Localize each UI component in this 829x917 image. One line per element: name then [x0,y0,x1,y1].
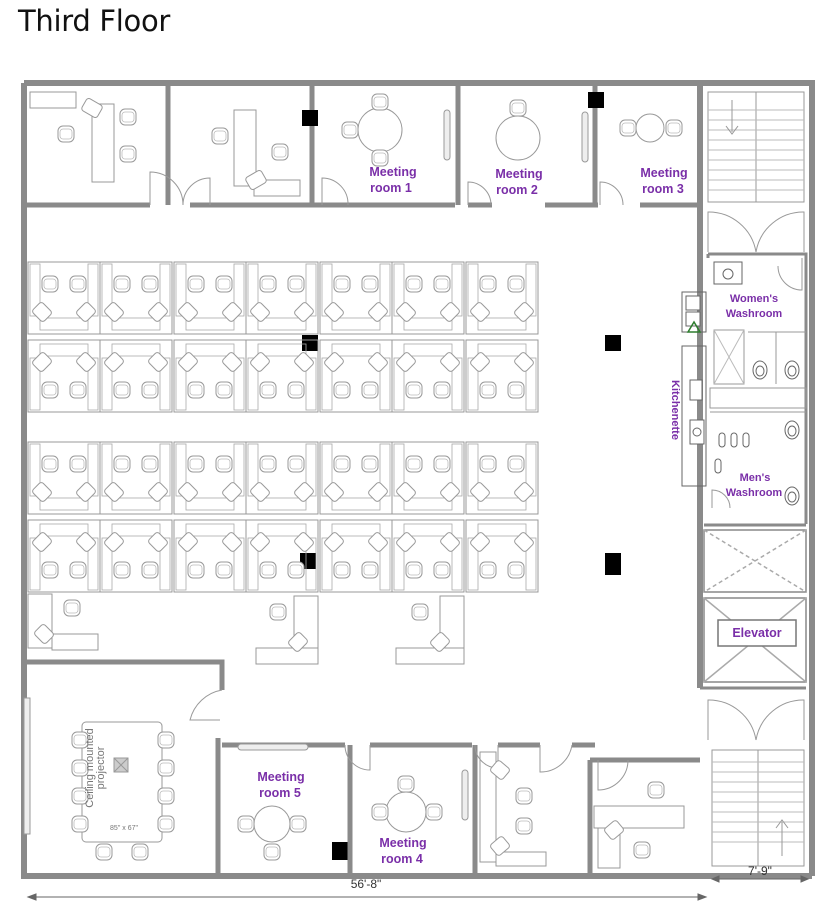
kitchenette-fixtures [681,291,707,487]
elevator-label: Elevator [732,626,781,640]
meeting-room-2-label-line2: room 2 [496,183,538,197]
door-swings-bottom [189,689,629,791]
width-dimension-label: 56'-8" [351,877,382,891]
meeting-room-5-label-line1: Meeting [257,770,304,784]
core-walls [698,200,808,690]
table-size-label: 85" x 67" [110,825,138,832]
mens-washroom-label-line1: Men's [740,472,771,484]
meeting-room-5-furniture [237,743,309,861]
workstations-lower [27,593,465,665]
meeting-room-1-furniture [341,93,451,167]
cubicle-clusters [28,262,538,592]
meeting-room-4-label-line1: Meeting [379,836,426,850]
meeting-room-3-furniture [619,113,683,143]
mens-washroom-label-line2: Washroom [726,487,783,499]
meeting-room-5-label-line2: room 5 [259,786,301,800]
office-1-furniture [29,91,137,183]
stair-top [707,91,805,253]
structural-columns [300,92,621,860]
meeting-room-1-label-line2: room 1 [370,181,412,195]
meeting-room-2-label-line1: Meeting [495,167,542,181]
projector-label-line2: projector [95,746,107,789]
office-bottom-furniture [479,751,547,867]
stair-bottom [707,699,805,867]
meeting-room-3-label-line2: room 3 [642,182,684,196]
womens-washroom-label-line2: Washroom [726,308,783,320]
dimension-lines [26,875,810,901]
stair-dimension-label: 7'-9" [748,864,772,878]
door-swings-top [149,171,624,206]
meeting-room-1-label-line1: Meeting [369,165,416,179]
meeting-room-4-label-line2: room 4 [381,852,423,866]
conference-room-furniture [23,697,175,861]
kitchenette-label: Kitchenette [669,380,681,440]
elevator [703,529,807,683]
meeting-room-2-furniture [495,99,589,163]
office-bottom-right-furniture [593,781,685,869]
meeting-room-4-furniture [371,769,469,833]
projector-label-line1: Ceiling mounted [84,728,96,808]
office-2-furniture [211,109,301,197]
washroom-fixtures [709,258,807,509]
page-title: Third Floor [18,4,171,38]
meeting-room-3-label-line1: Meeting [640,166,687,180]
womens-washroom-label-line1: Women's [730,293,778,305]
